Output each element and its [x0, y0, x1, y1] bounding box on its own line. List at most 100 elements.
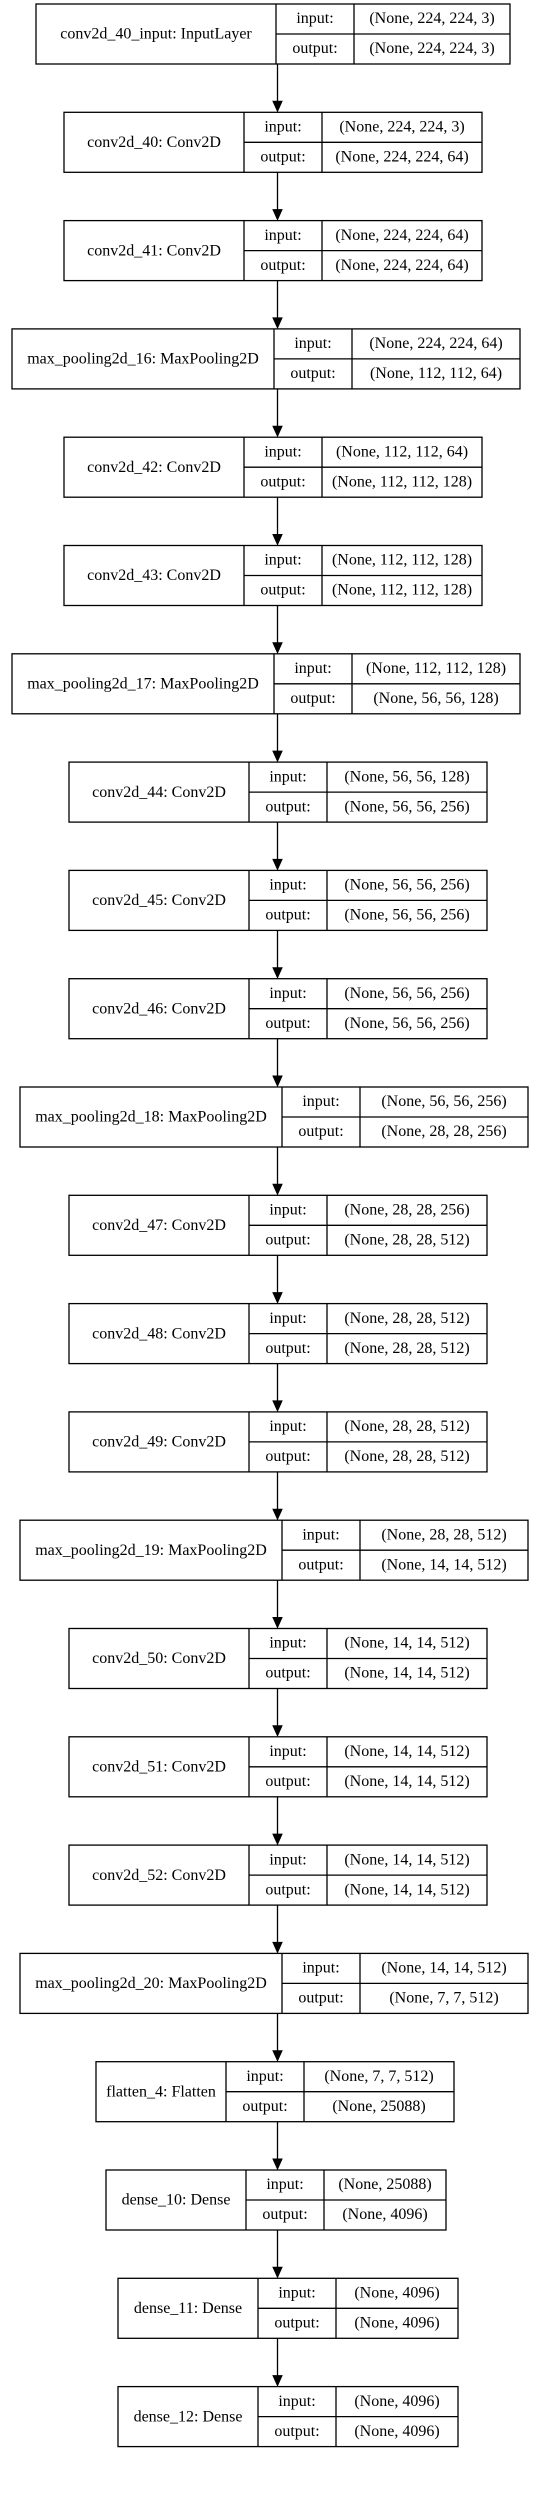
output-shape: (None, 56, 56, 256)	[344, 1015, 469, 1032]
layer-node-max_pooling2d_16[interactable]: max_pooling2d_16: MaxPooling2Dinput:outp…	[11, 328, 521, 390]
input-shape: (None, 224, 224, 64)	[335, 227, 468, 244]
input-shape: (None, 4096)	[354, 2284, 439, 2301]
output-shape: (None, 7, 7, 512)	[389, 1990, 498, 2007]
input-port-label: input:	[296, 10, 333, 27]
input-port-label: input:	[302, 1526, 339, 1543]
layer-name: max_pooling2d_19: MaxPooling2D	[35, 1542, 267, 1559]
output-shape: (None, 14, 14, 512)	[344, 1881, 469, 1898]
input-shape: (None, 224, 224, 3)	[369, 10, 494, 27]
input-port-label: input:	[294, 335, 331, 352]
input-shape: (None, 7, 7, 512)	[324, 2068, 433, 2085]
layer-node-max_pooling2d_18[interactable]: max_pooling2d_18: MaxPooling2D input: outp…	[19, 1086, 529, 1148]
edge-arrow	[272, 2013, 283, 2062]
edge-arrow	[272, 1038, 283, 1088]
output-port-label: output:	[265, 1231, 310, 1248]
output-port-label: output:	[265, 1881, 310, 1898]
layer-name: conv2d_40_input: InputLayer	[60, 26, 252, 43]
edge-arrow	[272, 388, 283, 438]
output-port-label: output:	[265, 1015, 310, 1032]
layer-node-conv2d_40_input[interactable]: conv2d_40_input: InputLayerinput:output:…	[35, 3, 511, 65]
layer-name: conv2d_48: Conv2D	[92, 1325, 226, 1342]
input-shape: (None, 28, 28, 512)	[344, 1310, 469, 1327]
output-shape: (None, 112, 112, 64)	[370, 365, 502, 382]
output-shape: (None, 224, 224, 64)	[335, 257, 468, 274]
input-port-label: input:	[278, 2284, 315, 2301]
layer-name: conv2d_40: Conv2D	[87, 134, 221, 151]
output-port-label: output:	[260, 582, 305, 599]
output-port-label: output:	[298, 1556, 343, 1573]
edge-arrow	[272, 64, 283, 113]
input-shape: (None, 28, 28, 256)	[344, 1201, 469, 1218]
output-port-label: output:	[260, 473, 305, 490]
input-shape: (None, 28, 28, 512)	[344, 1418, 469, 1435]
layer-name: conv2d_42: Conv2D	[87, 459, 221, 476]
output-port-label: output:	[274, 2314, 319, 2331]
output-shape: (None, 28, 28, 512)	[344, 1231, 469, 1248]
output-shape: (None, 14, 14, 512)	[381, 1556, 506, 1573]
input-port-label: input:	[302, 1960, 339, 1977]
layer-node-dense_11[interactable]: dense_11: Dense input: output: (None, 4096)…	[117, 2277, 459, 2339]
layer-node-max_pooling2d_20[interactable]: max_pooling2d_20: MaxPooling2Dinput:outp…	[19, 1952, 529, 2015]
edge-arrow	[272, 1580, 283, 1629]
input-shape: (None, 56, 56, 256)	[381, 1093, 506, 1110]
layer-node-max_pooling2d_17[interactable]: max_pooling2d_17: MaxPooling2Dinput:outp…	[11, 653, 521, 715]
layer-node-conv2d_48[interactable]: conv2d_48: Conv2D input: output: (None, 28,…	[68, 1302, 488, 1365]
layer-node-max_pooling2d_19[interactable]: max_pooling2d_19: MaxPooling2D input: outp…	[19, 1519, 529, 1581]
output-shape: (None, 4096)	[354, 2423, 439, 2440]
layer-name: conv2d_45: Conv2D	[92, 892, 226, 909]
edge-arrow	[272, 822, 283, 871]
layer-name: dense_11: Dense	[134, 2300, 242, 2317]
layer-name: max_pooling2d_18: MaxPooling2D	[35, 1109, 267, 1126]
output-port-label: output:	[265, 907, 310, 924]
input-port-label: input:	[269, 1310, 306, 1327]
layer-name: conv2d_49: Conv2D	[92, 1434, 226, 1451]
edge-arrow	[272, 930, 283, 979]
input-shape: (None, 14, 14, 512)	[381, 1960, 506, 1977]
output-shape: (None, 224, 224, 64)	[335, 148, 468, 165]
input-shape: (None, 224, 224, 64)	[369, 335, 502, 352]
input-shape: (None, 224, 224, 3)	[339, 118, 464, 135]
input-port-label: input:	[302, 1093, 339, 1110]
layer-name: dense_10: Dense	[122, 2192, 231, 2209]
input-port-label: input:	[246, 2068, 283, 2085]
input-port-label: input:	[269, 768, 306, 785]
input-shape: (None, 112, 112, 64)	[336, 443, 468, 460]
input-shape: (None, 28, 28, 512)	[381, 1526, 506, 1543]
output-port-label: output:	[265, 1773, 310, 1790]
output-port-label: output:	[298, 1123, 343, 1140]
input-port-label: input:	[264, 227, 301, 244]
input-port-label: input:	[266, 2176, 303, 2193]
edge-arrow	[272, 280, 283, 330]
layer-name: conv2d_50: Conv2D	[92, 1650, 226, 1667]
layer-name: max_pooling2d_20: MaxPooling2D	[35, 1975, 267, 1992]
edge-arrow	[272, 1255, 283, 1304]
input-port-label: input:	[269, 1201, 306, 1218]
edge-arrow	[272, 2230, 283, 2279]
output-port-label: output:	[265, 1340, 310, 1357]
input-port-label: input:	[269, 1851, 306, 1868]
output-shape: (None, 28, 28, 512)	[344, 1340, 469, 1357]
edge-arrow	[272, 605, 283, 655]
input-shape: (None, 56, 56, 256)	[344, 877, 469, 894]
output-shape: (None, 112, 112, 128)	[332, 473, 472, 490]
output-shape: (None, 28, 28, 256)	[381, 1123, 506, 1140]
edge-arrow	[272, 172, 283, 221]
input-shape: (None, 14, 14, 512)	[344, 1635, 469, 1652]
edge-arrow	[272, 2121, 283, 2171]
